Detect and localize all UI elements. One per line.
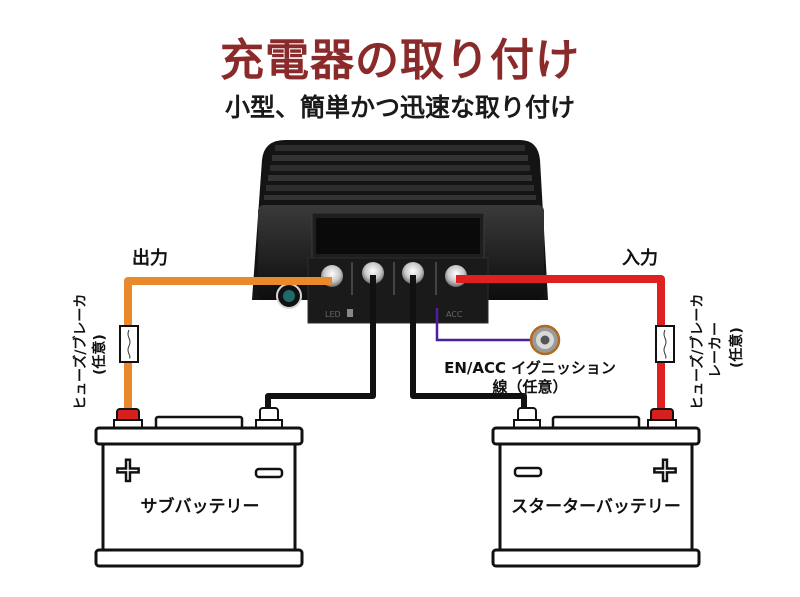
- page-subtitle: 小型、簡単かつ迅速な取り付け: [224, 93, 575, 122]
- input-label: 入力: [622, 248, 658, 269]
- led-label: LED: [325, 310, 341, 319]
- battery-sub-label: サブバッテリー: [141, 496, 260, 517]
- led-indicator: [347, 309, 353, 317]
- battery-sub-minus-icon: [254, 467, 284, 479]
- fuse-left-optional: (任意): [91, 334, 108, 375]
- battery-sub: + サブバッテリー: [94, 407, 304, 568]
- fuse-right-icon: [655, 325, 675, 363]
- fuse-left-icon: [119, 325, 139, 363]
- input-wire: [456, 275, 665, 415]
- battery-starter-minus-icon: [513, 466, 543, 478]
- ground-wire-right: [410, 275, 527, 412]
- battery-sub-plus-icon: +: [114, 450, 143, 490]
- charger-device: LED ACC: [252, 140, 548, 324]
- battery-starter: + スターターバッテリー: [491, 407, 701, 568]
- ignition-wire: [435, 308, 532, 342]
- fuse-left-label: ヒューズ/ブレーカ: [72, 294, 89, 410]
- acc-label: ACC: [446, 310, 463, 319]
- battery-starter-plus-icon: +: [651, 450, 680, 490]
- ignition-connector-icon: [529, 324, 561, 356]
- battery-starter-label: スターターバッテリー: [511, 497, 681, 517]
- terminal-screw-ground-1: [362, 262, 384, 284]
- fuse-right-optional: (任意): [728, 327, 745, 368]
- page-title: 充電器の取り付け: [220, 35, 580, 86]
- ignition-label-line2: 線（任意）: [492, 378, 567, 396]
- fuse-right-label-line2: レーカー: [708, 322, 724, 378]
- terminal-screw-ground-2: [402, 262, 424, 284]
- output-wire: [124, 277, 332, 415]
- output-label: 出力: [132, 247, 168, 269]
- terminal-block: [307, 212, 489, 324]
- heatsink-fins: [264, 145, 536, 200]
- ignition-label-line1: EN/ACC イグニッション: [444, 359, 616, 377]
- fuse-right-label: ヒューズ/ブレーカ: [689, 294, 706, 410]
- ground-wire-left: [265, 275, 376, 412]
